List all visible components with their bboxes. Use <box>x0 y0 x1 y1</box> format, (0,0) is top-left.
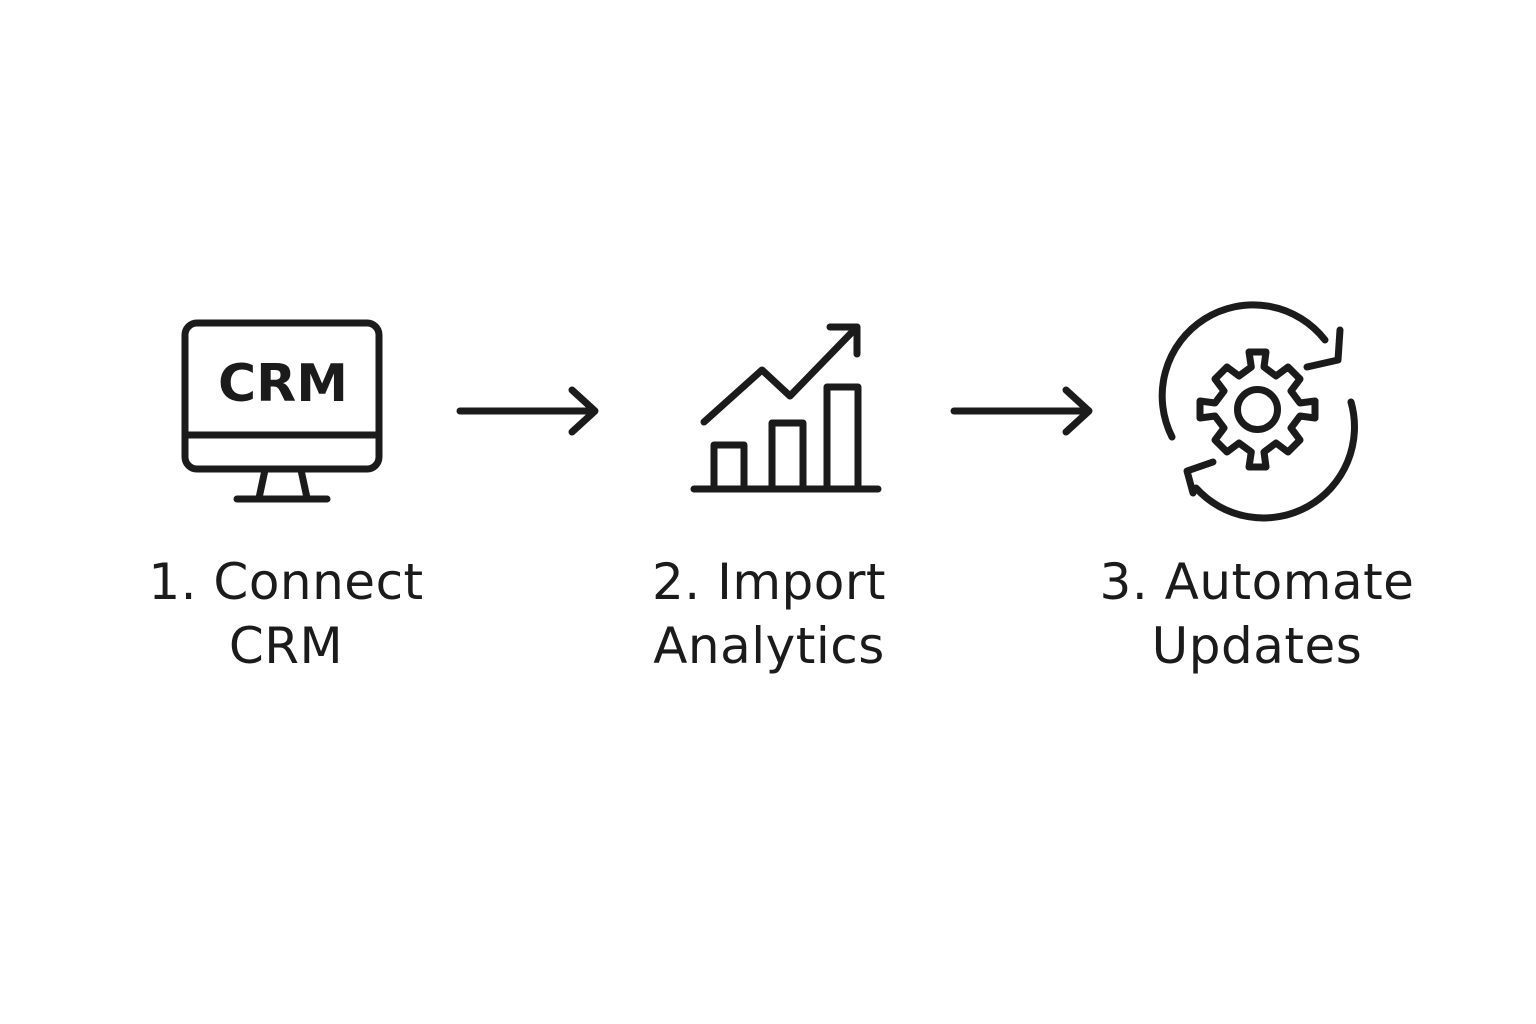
step-1-label-line-1: 1. Connect <box>148 553 424 611</box>
bar-chart-trend-icon <box>690 323 882 493</box>
monitor-icon: CRM <box>181 319 383 503</box>
step-3-label: 3. Automate Updates <box>1077 550 1437 678</box>
arrow-right-icon <box>456 386 599 436</box>
step-1-label: 1. Connect CRM <box>106 550 466 678</box>
step-3-label-line-1: 3. Automate <box>1099 553 1415 611</box>
arrow-right-icon <box>950 386 1093 436</box>
step-2-label-line-1: 2. Import <box>651 553 887 611</box>
step-1-label-line-2: CRM <box>228 617 344 675</box>
crm-screen-text: CRM <box>218 354 348 414</box>
step-2-label-line-2: Analytics <box>653 617 885 675</box>
gear-refresh-icon <box>1158 301 1358 522</box>
step-3-label-line-2: Updates <box>1151 617 1363 675</box>
step-2-label: 2. Import Analytics <box>589 550 949 678</box>
